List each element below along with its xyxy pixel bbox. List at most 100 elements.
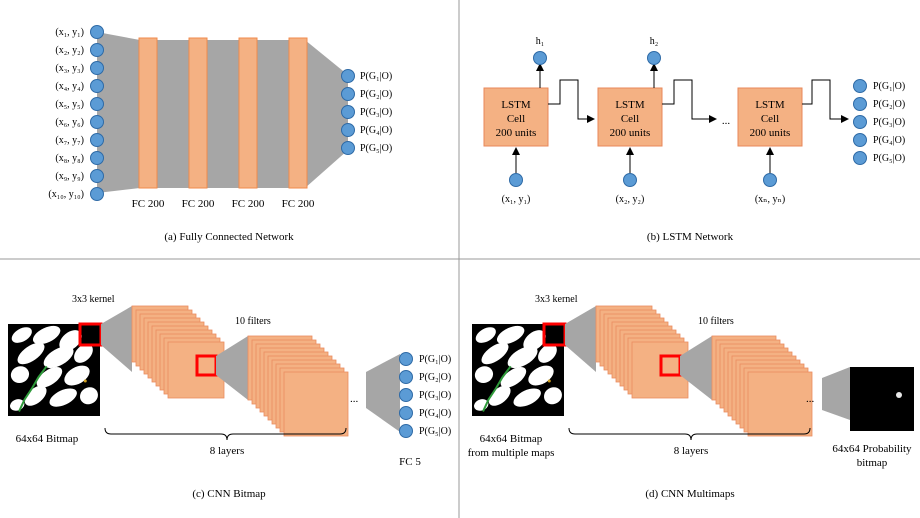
output-label: P(G₂|O) [419,372,451,383]
goal-marker [83,379,87,383]
output-label: P(G₄|O) [873,135,905,146]
lstm-cell-label: LSTM [615,99,645,111]
panel-d-cnn-multimaps: 3x3 kernel 10 filters ... 64x64 Bitmap f… [468,294,914,500]
output-label: P(G₃|O) [360,107,392,118]
output-label: P(G₂|O) [873,99,905,110]
panel-c-cnn-bitmap: 3x3 kernel 10 filters ... P(G₁|O)P(G₂|O)… [8,294,451,500]
lstm-cell-label: Cell [761,113,779,125]
free-space [513,388,541,407]
input-node-icon [763,173,777,187]
free-space [36,366,63,388]
prob-label-2: bitmap [857,457,888,469]
input-label: (x₆, y₆) [55,117,84,128]
input-label: (x₅, y₅) [55,99,84,110]
bitmap-label-d-1: 64x64 Bitmap [480,433,543,445]
fc-layer-label: FC 200 [282,198,315,210]
output-node-icon [399,388,413,402]
ellipsis-b: ... [722,115,731,127]
free-space [496,325,525,345]
lstm-cell-label: LSTM [501,99,531,111]
input-node-icon [90,43,104,57]
ellipsis-d: ... [806,393,815,405]
free-space [543,387,562,405]
funnel-d2 [680,336,712,400]
output-label: P(G₁|O) [360,71,392,82]
free-space [59,330,82,351]
output-label: P(G₃|O) [873,117,905,128]
hidden-label: h₁ [536,36,545,47]
input-node-icon [90,115,104,129]
bitmap-label: 64x64 Bitmap [16,433,79,445]
caption-a: (a) Fully Connected Network [164,231,294,243]
lstm-input-label: (xₙ, yₙ) [755,194,785,205]
input-node-icon [90,61,104,75]
output-label: P(G₄|O) [419,408,451,419]
input-label: (x₄, y₄) [55,81,84,92]
free-space [538,344,557,363]
free-space [64,365,90,386]
output-label: P(G₅|O) [360,143,392,154]
input-node-icon [509,173,523,187]
fc5-label: FC 5 [399,456,421,468]
filters-label: 10 filters [235,316,271,327]
free-space [10,366,30,383]
layers-brace [104,427,347,441]
free-space [500,366,527,388]
free-space [481,342,509,365]
output-label: P(G₁|O) [873,81,905,92]
output-node-icon [341,87,355,101]
lstm-cell-label: 200 units [750,127,791,139]
fc-layer [288,37,308,189]
funnel-c2 [216,336,248,400]
prob-label-1: 64x64 Probability [832,443,912,455]
kernel-label-d: 3x3 kernel [535,294,578,305]
hidden-node-icon [647,51,661,65]
bitmap-label-d-2: from multiple maps [468,447,555,459]
fc-band [140,40,305,188]
probability-peak [896,392,902,398]
output-label: P(G₅|O) [873,153,905,164]
output-label: P(G₃|O) [419,390,451,401]
lstm-cell [483,87,549,147]
kernel-label: 3x3 kernel [72,294,115,305]
layers-label-d: 8 layers [674,445,709,457]
fc-layer-label: FC 200 [232,198,265,210]
input-node-icon [90,169,104,183]
funnel-c1 [101,306,132,372]
fc-layer-label: FC 200 [132,198,165,210]
input-node-icon [90,133,104,147]
free-space [523,330,546,351]
input-node-icon [90,151,104,165]
funnel-d3 [822,367,850,420]
lstm-cell [597,87,663,147]
caption-c: (c) CNN Bitmap [192,488,266,500]
free-space [488,385,511,406]
recurrent-arrow-1 [548,79,595,123]
probability-bitmap [850,367,914,431]
input-node-icon [90,97,104,111]
fc-layer-label: FC 200 [182,198,215,210]
lstm-input-label: (x₂, y₂) [616,194,645,205]
filter-map [747,371,813,437]
layers-label: 8 layers [210,445,245,457]
recurrent-arrow-out [802,79,849,123]
input-label: (x₉, y₉) [55,171,84,182]
free-space [74,344,93,363]
output-node-icon [853,79,867,93]
output-label: P(G₅|O) [419,426,451,437]
output-label: P(G₂|O) [360,89,392,100]
lstm-cell-label: LSTM [755,99,785,111]
output-node-icon [399,424,413,438]
lstm-cell [737,87,803,147]
output-node-icon [341,69,355,83]
funnel-c3 [366,354,400,432]
fc-layer [238,37,258,189]
hidden-node-icon [533,51,547,65]
goal-marker [547,379,551,383]
output-node-icon [399,352,413,366]
free-space [475,327,496,343]
output-node-icon [399,406,413,420]
